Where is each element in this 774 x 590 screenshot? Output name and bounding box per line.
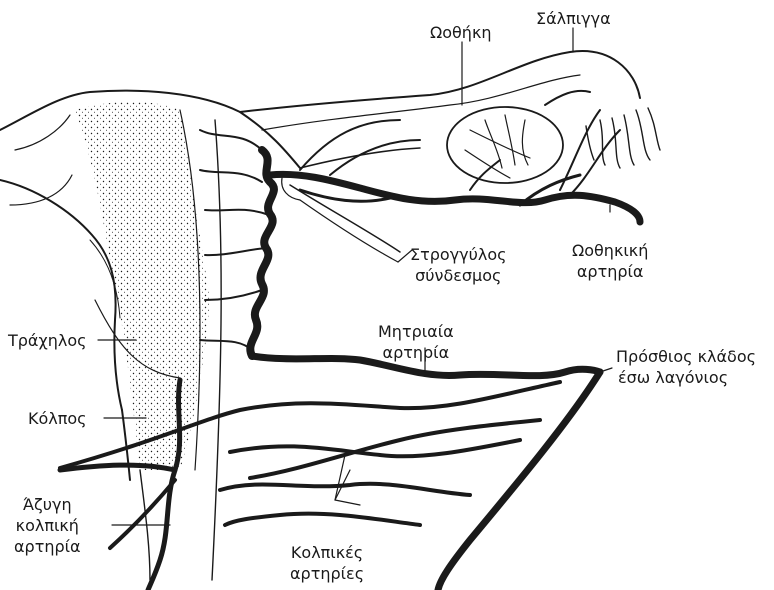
label-vagina: Κόλπος — [28, 408, 87, 429]
label-ovarian-artery: Ωοθηκική αρτηρία — [572, 240, 648, 282]
ovary-shape — [447, 107, 563, 183]
label-uterine-artery: Μητριαία αρτηρία — [378, 321, 454, 363]
label-cervix: Τράχηλος — [8, 330, 87, 351]
label-salpinx: Σάλπιγγα — [536, 8, 611, 29]
label-anterior-branch: Πρόσθιος κλάδος έσω λαγόνιος — [616, 346, 756, 388]
label-ovary: Ωοθήκη — [430, 22, 492, 43]
ovary-vessels — [465, 115, 530, 178]
label-vaginal-arteries: Κολπικές αρτηρίες — [290, 542, 364, 584]
tube-outline — [240, 51, 640, 262]
label-round-ligament: Στρογγύλος σύνδεσμος — [410, 244, 507, 286]
label-azygos-vaginal-artery: Άζυγη κολπική αρτηρία — [14, 494, 81, 557]
